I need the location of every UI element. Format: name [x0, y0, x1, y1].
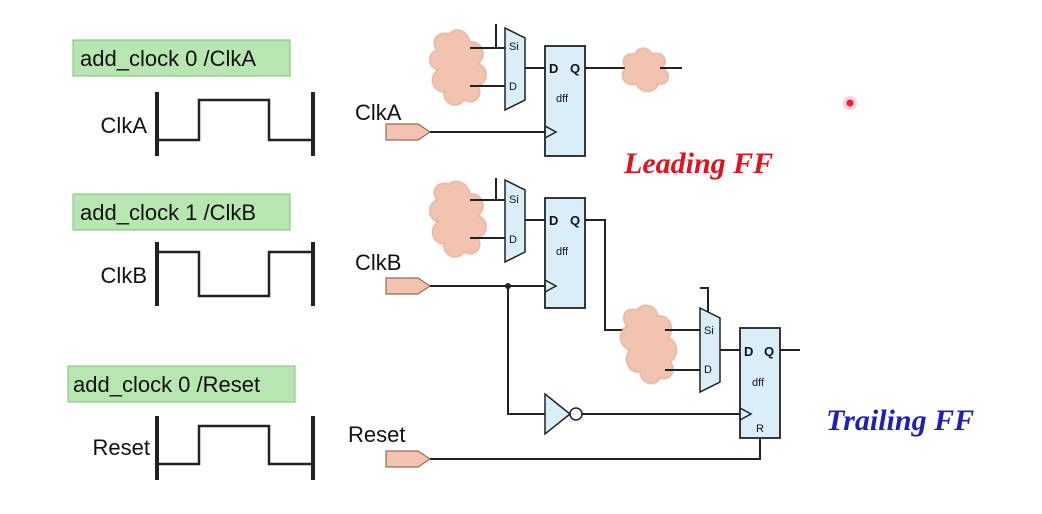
cloud-logic-c: [619, 304, 677, 385]
port-label: ClkA: [355, 100, 402, 125]
pointer-dot: [843, 96, 857, 110]
cloud-logic-out: [621, 47, 669, 92]
cloud-logic-b: [429, 180, 487, 258]
input-port-shape: [385, 450, 432, 468]
flop-d-pin: D: [744, 344, 753, 359]
trailing-ff-label: Trailing FF: [826, 404, 974, 437]
reset-port: Reset: [348, 422, 432, 468]
mux-b: Si D: [504, 178, 526, 264]
middle-flop: D Q dff: [544, 197, 586, 309]
input-port-shape: [385, 123, 432, 141]
waveform-label: Reset: [93, 435, 150, 460]
waveform-clka: ClkA: [101, 92, 315, 156]
clock-wave: [159, 424, 311, 466]
mux-pin-d: D: [509, 81, 517, 93]
constraint-box: [72, 39, 291, 77]
mux-pin-si: Si: [704, 325, 714, 337]
flop-d-pin: D: [549, 213, 558, 228]
flop-r-pin: R: [756, 423, 764, 435]
constraint-command: add_clock 1 /ClkB: [80, 200, 256, 225]
constraint-box: [72, 193, 291, 231]
constraint-box: [67, 365, 296, 403]
waveform-label: ClkB: [101, 263, 147, 288]
mux-pin-d: D: [704, 364, 712, 376]
inverter: [544, 392, 583, 436]
trailing-flop: D Q dff R: [739, 327, 781, 439]
mux-pin-si: Si: [509, 41, 519, 53]
mux-c: Si D: [699, 306, 721, 394]
flop-name: dff: [752, 377, 765, 389]
clka-port: ClkA: [355, 100, 432, 141]
flop-q-pin: Q: [570, 61, 580, 76]
constraint-clka: add_clock 0 /ClkA: [72, 39, 291, 77]
cloud-logic-a: [429, 29, 487, 106]
flop-name: dff: [556, 246, 569, 258]
mux-pin-si: Si: [509, 194, 519, 206]
leading-flop: D Q dff: [544, 45, 586, 157]
flop-d-pin: D: [549, 61, 558, 76]
constraint-command: add_clock 0 /ClkA: [80, 46, 256, 71]
input-port-shape: [385, 277, 432, 295]
clock-wave: [159, 250, 311, 298]
constraint-reset: add_clock 0 /Reset: [67, 365, 296, 403]
constraint-clkb: add_clock 1 /ClkB: [72, 193, 291, 231]
flop-q-pin: Q: [764, 344, 774, 359]
mux-pin-d: D: [509, 234, 517, 246]
clock-wave: [159, 98, 311, 142]
waveform-reset: Reset: [93, 416, 315, 480]
clkb-port: ClkB: [355, 250, 432, 295]
flop-q-pin: Q: [570, 213, 580, 228]
port-label: ClkB: [355, 250, 401, 275]
waveform-label: ClkA: [101, 113, 148, 138]
waveform-clkb: ClkB: [101, 242, 315, 306]
constraint-command: add_clock 0 /Reset: [73, 372, 260, 397]
mux-a: Si D: [504, 26, 526, 112]
flop-name: dff: [556, 93, 569, 105]
leading-ff-label: Leading FF: [623, 147, 773, 180]
port-label: Reset: [348, 422, 405, 447]
